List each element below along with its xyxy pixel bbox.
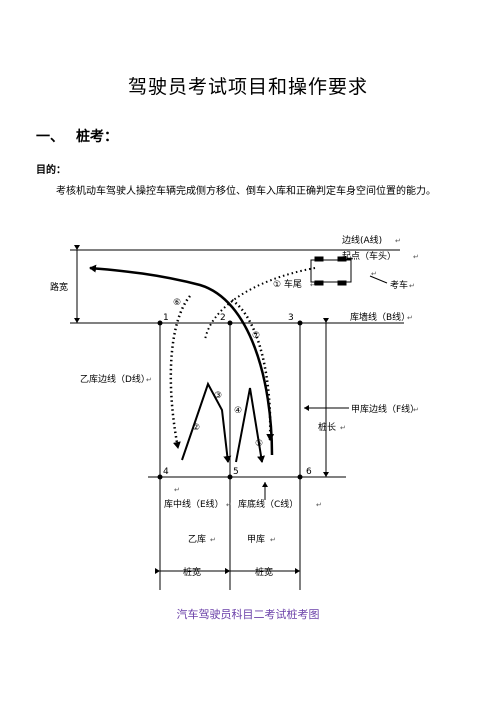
exam-car-wheel [314, 280, 324, 286]
label-wall-line: 库墙线（B线） [350, 311, 410, 323]
point-dot [157, 320, 163, 326]
step-6: ⑥ [173, 298, 181, 308]
route-dotted-right [231, 298, 275, 441]
figure-caption: 汽车驾驶员科目二考试桩考图 [176, 608, 320, 621]
label-mid-line: 库中线（E线） [164, 498, 224, 510]
section-title: 桩考： [76, 129, 118, 145]
point-label-1: 1 [163, 313, 169, 323]
page-title: 驾驶员考试项目和操作要求 [127, 76, 368, 98]
cue-marks: ↵ ↵ ↵ ↵ ↵ ↵ ↵ ↵ ↵ ↵ ↵ ↵ ↵ ↵ [146, 237, 419, 544]
section-heading: 一、桩考： [36, 126, 118, 146]
point-label-2: 2 [220, 313, 226, 323]
lines [70, 245, 404, 590]
section-number: 一、 [36, 129, 64, 145]
point-dot [227, 474, 233, 480]
cue-mark: ↵ [210, 536, 216, 544]
cue-mark: ↵ [310, 281, 316, 289]
route-dotted-left [169, 295, 191, 449]
point-label-5: 5 [233, 467, 239, 477]
point-dot [157, 474, 163, 480]
exam-car-icon [310, 259, 352, 283]
step-4: ④ [234, 406, 242, 416]
point-dot [297, 474, 303, 480]
point-dots [157, 320, 303, 480]
exam-car-wheel [337, 256, 347, 262]
cue-mark: ↵ [316, 501, 322, 509]
cue-mark: ↵ [395, 237, 401, 245]
exam-car-pointer [369, 275, 388, 284]
label-start: 起点（车头） [342, 250, 396, 262]
cue-mark: ↵ [413, 253, 419, 261]
label-road-width: 路宽 [50, 281, 68, 293]
point-label-4: 4 [163, 467, 169, 477]
route-dotted-start [204, 267, 316, 341]
cue-mark: ↵ [226, 501, 232, 509]
point-dot [227, 320, 233, 326]
label-car-tail: ① 车尾 [273, 278, 302, 290]
route-zigzag-left [181, 381, 232, 463]
label-jia-garage: 甲库 [247, 533, 265, 545]
cue-mark: ↵ [340, 424, 346, 432]
cue-mark: ↵ [371, 270, 377, 278]
label-yi-edge: 乙库边线（D线） [80, 373, 150, 385]
step-2: ② [192, 423, 200, 433]
label-jia-edge: 甲库边线（F线） [351, 403, 419, 415]
purpose-text: 考核机动车驾驶人操控车辆完成侧方移位、倒车入库和正确判定车身空间位置的能力。 [56, 186, 436, 197]
label-yi-garage: 乙库 [188, 533, 206, 545]
label-pile-width-2: 桩宽 [255, 566, 273, 578]
step-5: ⑤ [255, 439, 263, 449]
route-zigzag-right [235, 387, 265, 463]
step-7: ⑦ [252, 331, 260, 341]
purpose-label: 目的： [36, 165, 66, 176]
exam-car-wheel [314, 256, 324, 262]
label-pile-length: 桩长 [318, 421, 336, 433]
label-pile-width-1: 桩宽 [183, 566, 201, 578]
route-paths [89, 264, 316, 463]
cue-mark: ↵ [146, 376, 152, 384]
point-label-6: 6 [306, 467, 312, 477]
route-solid-long [89, 264, 274, 456]
cue-mark: ↵ [174, 486, 180, 494]
label-bottom-line: 库底线（C线） [238, 498, 298, 510]
point-dot [297, 320, 303, 326]
point-label-3: 3 [288, 313, 294, 323]
diagram-text: 边线(A线) 起点（车头） ① 车尾 考车 路宽 库墙线（B线） 乙库边线（D线… [50, 234, 419, 578]
label-edge-a: 边线(A线) [342, 234, 382, 246]
exam-car-wheel [337, 280, 347, 286]
step-3: ③ [214, 391, 222, 401]
cue-mark: ↵ [407, 314, 413, 322]
cue-mark: ↵ [270, 536, 276, 544]
label-exam-car: 考车 [390, 279, 408, 291]
cue-mark: ↵ [413, 406, 419, 414]
cue-mark: ↵ [409, 282, 415, 290]
